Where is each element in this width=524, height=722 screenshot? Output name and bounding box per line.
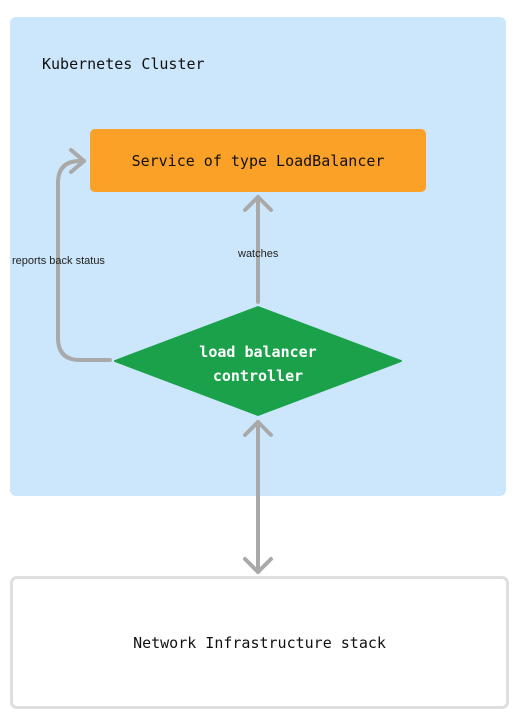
service-label: Service of type LoadBalancer — [131, 151, 385, 170]
watches-label: watches — [238, 248, 279, 260]
controller-label: load balancer controller — [158, 340, 358, 388]
network-link-arrowhead-bottom — [243, 557, 273, 574]
controller-label-line2: controller — [212, 367, 304, 385]
network-infrastructure-node[interactable]: Network Infrastructure stack — [10, 576, 509, 709]
reports-back-status-label: reports back status — [12, 255, 105, 267]
controller-node[interactable] — [114, 306, 402, 416]
watches-arrowhead — [243, 195, 273, 212]
cluster-title: Kubernetes Cluster — [42, 55, 205, 73]
network-link-arrowhead-top — [243, 420, 273, 437]
controller-label-line1: load balancer — [199, 343, 317, 361]
reports-arrowhead — [69, 148, 86, 174]
network-label: Network Infrastructure stack — [133, 633, 386, 652]
reports-arrow — [56, 159, 112, 362]
service-node[interactable]: Service of type LoadBalancer — [90, 129, 426, 192]
